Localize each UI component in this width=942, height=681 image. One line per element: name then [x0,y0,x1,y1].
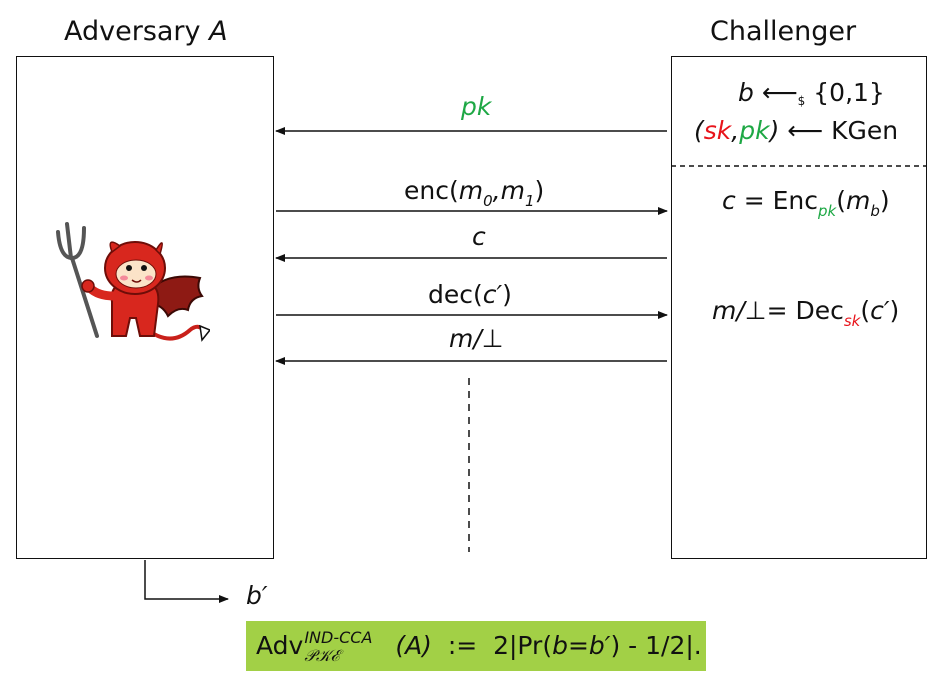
m0-sub: 0 [483,192,493,210]
sample-arrow: ⟵ [761,78,798,107]
adv-arg: (A) [395,631,432,660]
challenger-dec-op: m/⊥= Decsk(c′) [712,296,900,330]
m1-sub: 1 [524,192,535,210]
challenger-title: Challenger [710,16,856,47]
dec-cprime: c′ [482,280,503,309]
enc-op-close: ) [879,186,890,215]
msg-c: c [472,222,486,251]
output-arrow [144,560,229,603]
msg-pk: pk [461,92,492,121]
adv-b: b [552,631,568,660]
ct-c: c [722,186,736,215]
secret-key: sk [703,116,732,145]
challenger-title-text: Challenger [710,16,857,47]
enc-op-open: ( [836,186,846,215]
challenger-setup-line2: (sk,pk) ⟵ KGen [694,116,898,145]
enc-comma: , [492,176,501,205]
adv-bprime: b′ [588,631,611,660]
enc-close: ) [534,176,545,205]
m0-m: m [458,176,484,205]
var-b: b [738,78,754,107]
adv-subscript: 𝒫𝒦ℰ [304,646,340,665]
adv-text: Adv [256,631,304,660]
dec-fn: dec( [428,280,483,309]
adversary-name: A [209,16,228,47]
dec-sk-sub: sk [843,312,861,330]
msg-dec: dec(c′) [428,280,512,309]
adv-rest: := 2|Pr( [431,631,553,660]
enc-op-m: m [845,186,871,215]
public-key: pk [739,116,770,145]
adversary-title-text: Adversary [64,16,210,47]
kgen: ⟵ KGen [779,116,899,145]
dec-op-c: c′ [870,296,890,325]
bit-set: {0,1} [805,78,885,107]
enc-pk-sub: pk [817,202,837,220]
dollar-subscript: $ [797,94,806,108]
challenger-box [671,56,927,559]
dec-lhs: m/⊥ [712,296,767,325]
msg-m-bot: m/⊥ [449,324,504,353]
adv-superscript: IND-CCA [304,628,373,647]
challenger-enc-op: c = Encpk(mb) [722,186,890,220]
enc-fn: enc( [404,176,459,205]
adv-tail: ) - 1/2|. [610,631,702,660]
adv-eq: = [567,631,589,660]
enc-op-b: b [870,202,880,220]
adversary-title: Adversary A [64,16,228,47]
dec-op-open: ( [860,296,871,325]
m1-m: m [500,176,525,205]
challenger-setup-line1: b ⟵$ {0,1} [738,78,885,108]
devil-mascot-icon [56,222,210,342]
paren-close: ) [769,116,780,145]
dec-eq: = Dec [766,296,844,325]
dec-op-close: ) [889,296,900,325]
enc-eq: = Enc [735,186,818,215]
comma: , [731,116,740,145]
paren-open: ( [694,116,704,145]
output-b-prime: b′ [246,581,268,610]
msg-enc: enc(m0,m1) [404,176,545,210]
dec-close: ) [502,280,512,309]
